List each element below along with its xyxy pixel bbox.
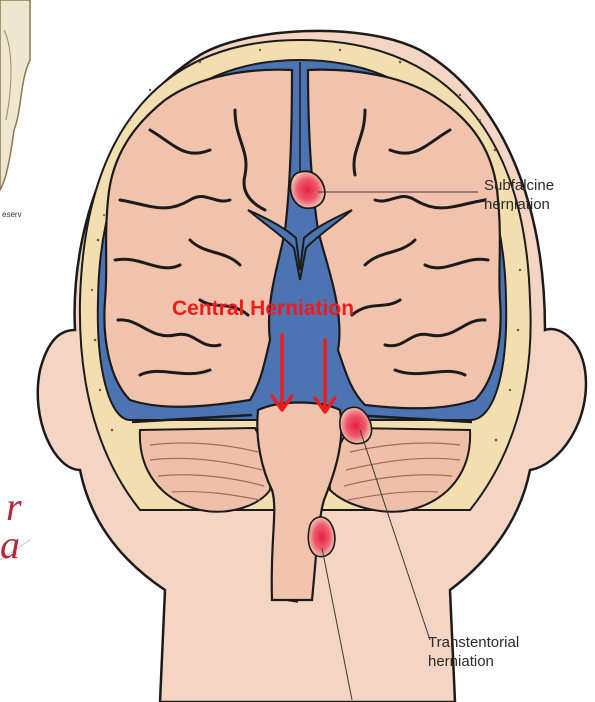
cropped-left-figure: r a <box>0 0 32 567</box>
transtentorial-label-line-2: herniation <box>428 652 519 671</box>
cropped-caption-fragment: eserv <box>2 210 22 219</box>
central-herniation-title: Central Herniation <box>172 297 354 321</box>
svg-text:a: a <box>0 522 20 567</box>
subfalcine-label: Subfalcine herniation <box>484 176 554 214</box>
transtentorial-label: Transtentorial herniation <box>428 633 519 671</box>
subfalcine-label-line-1: Subfalcine <box>484 176 554 195</box>
subfalcine-label-line-2: herniation <box>484 195 554 214</box>
tonsillar-herniation <box>308 517 334 557</box>
transtentorial-label-line-1: Transtentorial <box>428 633 519 652</box>
